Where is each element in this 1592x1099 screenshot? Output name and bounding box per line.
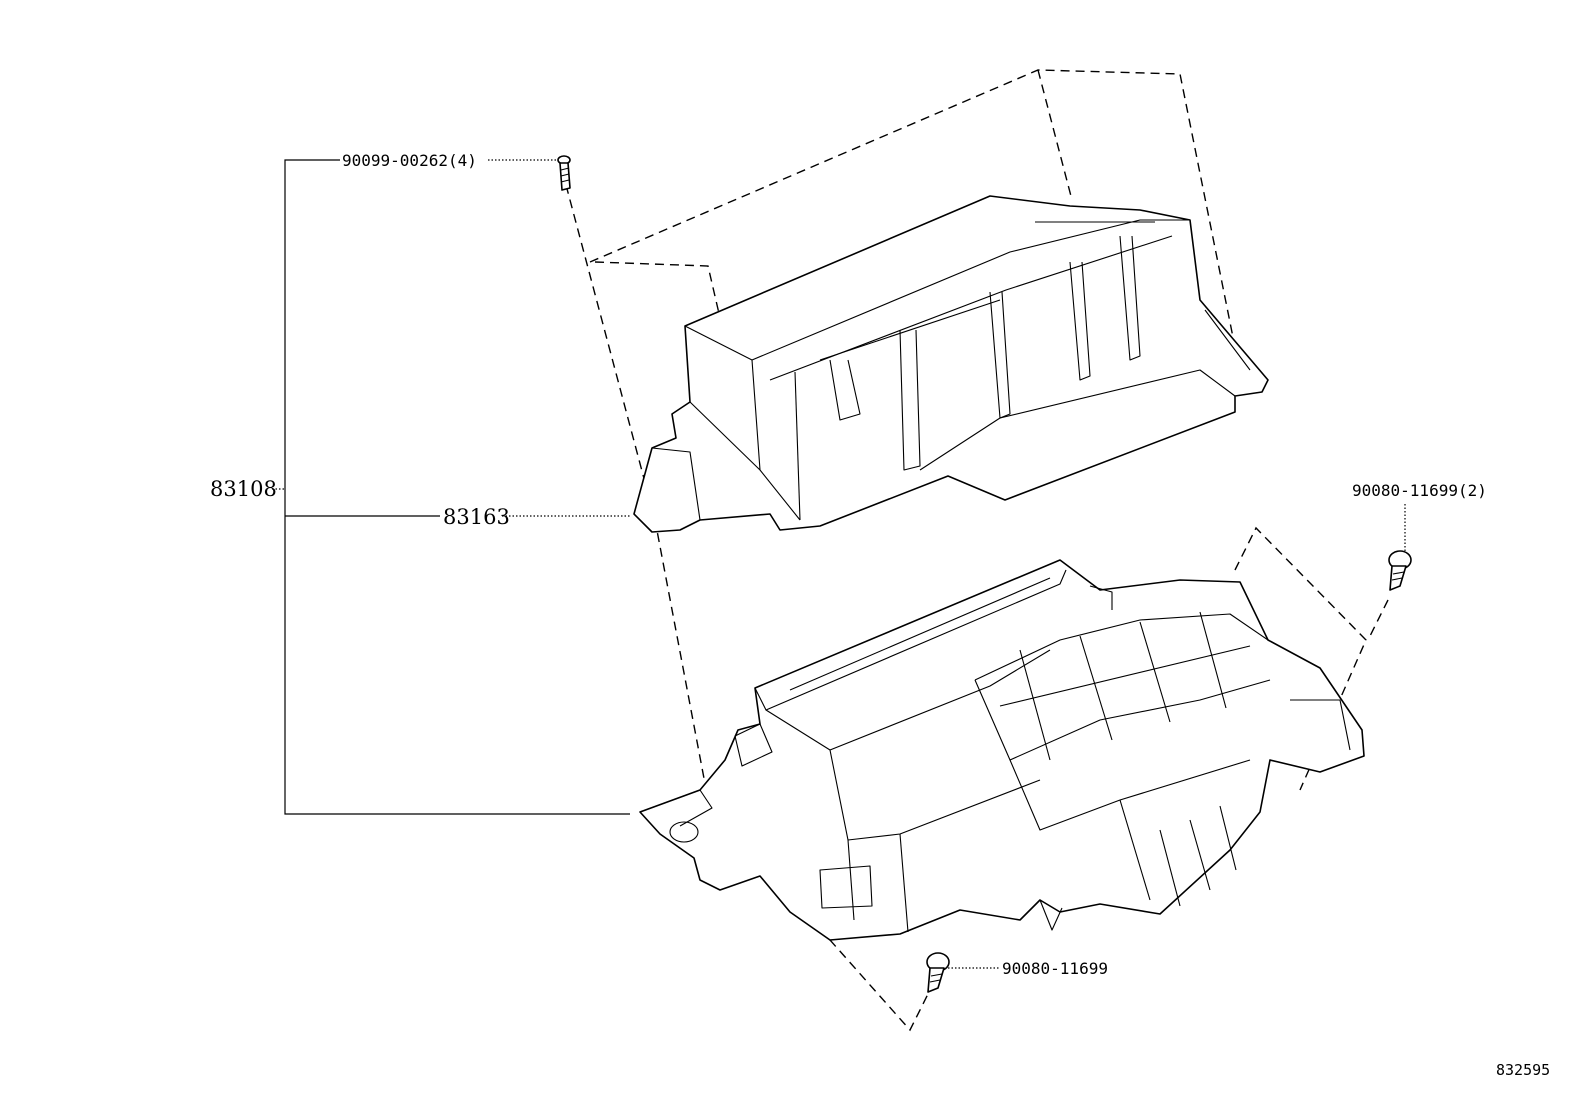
diagram-id: 832595 [1496, 1061, 1550, 1079]
screw-icon [557, 155, 571, 191]
upper-case-part [633, 195, 1269, 533]
lower-case-part [639, 559, 1365, 941]
bolt-right-icon [1388, 550, 1412, 591]
upper-case-part-number: 83163 [443, 505, 510, 529]
bolt-bottom-icon [926, 952, 950, 993]
screw-part-number: 90099-00262(4) [342, 151, 477, 170]
assembly-part-number: 83108 [210, 477, 277, 501]
bolt-right-part-number: 90080-11699(2) [1352, 481, 1487, 500]
bolt-bottom-part-number: 90080-11699 [1002, 959, 1108, 978]
assembly-bracket [272, 159, 1406, 969]
